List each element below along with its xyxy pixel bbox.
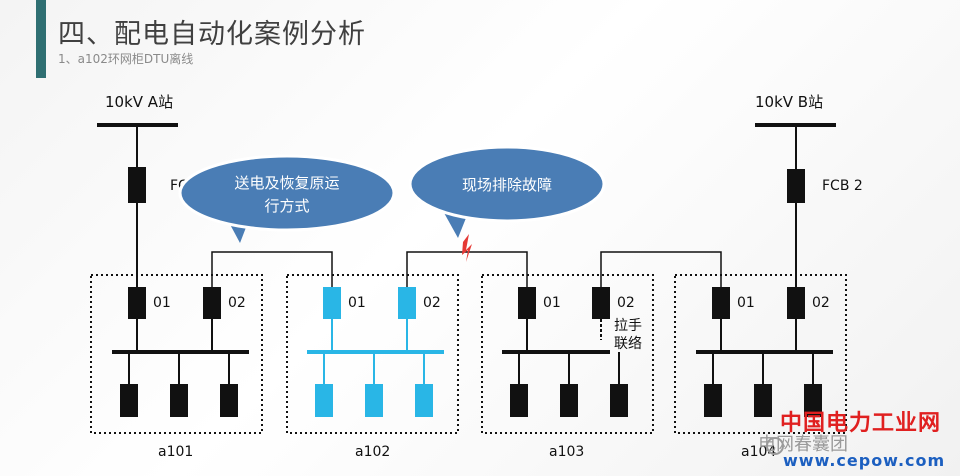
a101-switch-01: [128, 287, 146, 319]
a101-outlet-3: [220, 384, 238, 417]
callout-fault-text: 现场排除故障: [462, 176, 552, 194]
a104-switch-01-label: 01: [737, 295, 755, 311]
a104-switch-02-label: 02: [812, 295, 830, 311]
a103-note-line2: 联络: [614, 336, 642, 352]
a104-outlet-1: [704, 384, 722, 417]
page-title: 四、配电自动化案例分析: [58, 19, 366, 50]
a102-outlet-1: [315, 384, 333, 417]
cabinet-a103: 01 02 拉手 联络: [481, 274, 654, 434]
callout-restore-line1: 送电及恢复原运: [234, 174, 339, 192]
cabinet-a101: 01 02: [90, 274, 263, 434]
watermark-account: 电网春囊团: [758, 434, 848, 455]
a103-switch-01: [518, 287, 536, 319]
a102-switch-01: [323, 287, 341, 319]
a101-switch-02-label: 02: [228, 295, 246, 311]
a104-outlet-3: [804, 384, 822, 417]
link-a101-a102: [211, 251, 333, 287]
a103-note-line1: 拉手: [614, 318, 642, 334]
station-b-label: 10kV B站: [755, 93, 823, 111]
a101-switch-02: [203, 287, 221, 319]
cabinet-a102: 01 02: [286, 274, 459, 434]
watermark-brand: 中国电力工业网: [780, 411, 942, 436]
title-accent-bar: [36, 0, 46, 78]
a102-switch-02: [398, 287, 416, 319]
a103-switch-01-label: 01: [543, 295, 561, 311]
fcb1-breaker: [128, 167, 146, 203]
a103-switch-02-label: 02: [617, 295, 635, 311]
a102-outlet-2: [365, 384, 383, 417]
a103-switch-02: [592, 287, 610, 319]
watermark-url: www.cepow.com: [783, 451, 946, 470]
link-a103-a104: [600, 251, 722, 287]
a102-switch-01-label: 01: [348, 295, 366, 311]
a102-switch-02-label: 02: [423, 295, 441, 311]
fault-lightning-icon: [462, 234, 472, 262]
cabinet-a101-label: a101: [158, 444, 193, 460]
a103-outlet-3: [610, 384, 628, 417]
wechat-icon: [766, 437, 784, 455]
cabinet-a104: 01 02: [674, 274, 847, 434]
a101-outlet-1: [120, 384, 138, 417]
a103-outlet-1: [510, 384, 528, 417]
a103-outlet-2: [560, 384, 578, 417]
a101-outlet-2: [170, 384, 188, 417]
cabinet-a102-label: a102: [355, 444, 390, 460]
a104-outlet-2: [754, 384, 772, 417]
a104-switch-01: [712, 287, 730, 319]
fcb2-breaker: [787, 169, 805, 203]
fcb2-label: FCB 2: [822, 178, 863, 194]
a101-switch-01-label: 01: [153, 295, 171, 311]
callout-fault: [408, 145, 606, 223]
station-a-label: 10kV A站: [105, 93, 173, 111]
a102-outlet-3: [415, 384, 433, 417]
callout-restore-line2: 行方式: [264, 197, 309, 215]
link-a102-a103: [406, 251, 528, 287]
cabinet-a103-label: a103: [549, 444, 584, 460]
callout-restore: [178, 154, 396, 232]
a104-switch-02: [787, 287, 805, 319]
page-subtitle: 1、a102环网柜DTU离线: [58, 52, 194, 66]
